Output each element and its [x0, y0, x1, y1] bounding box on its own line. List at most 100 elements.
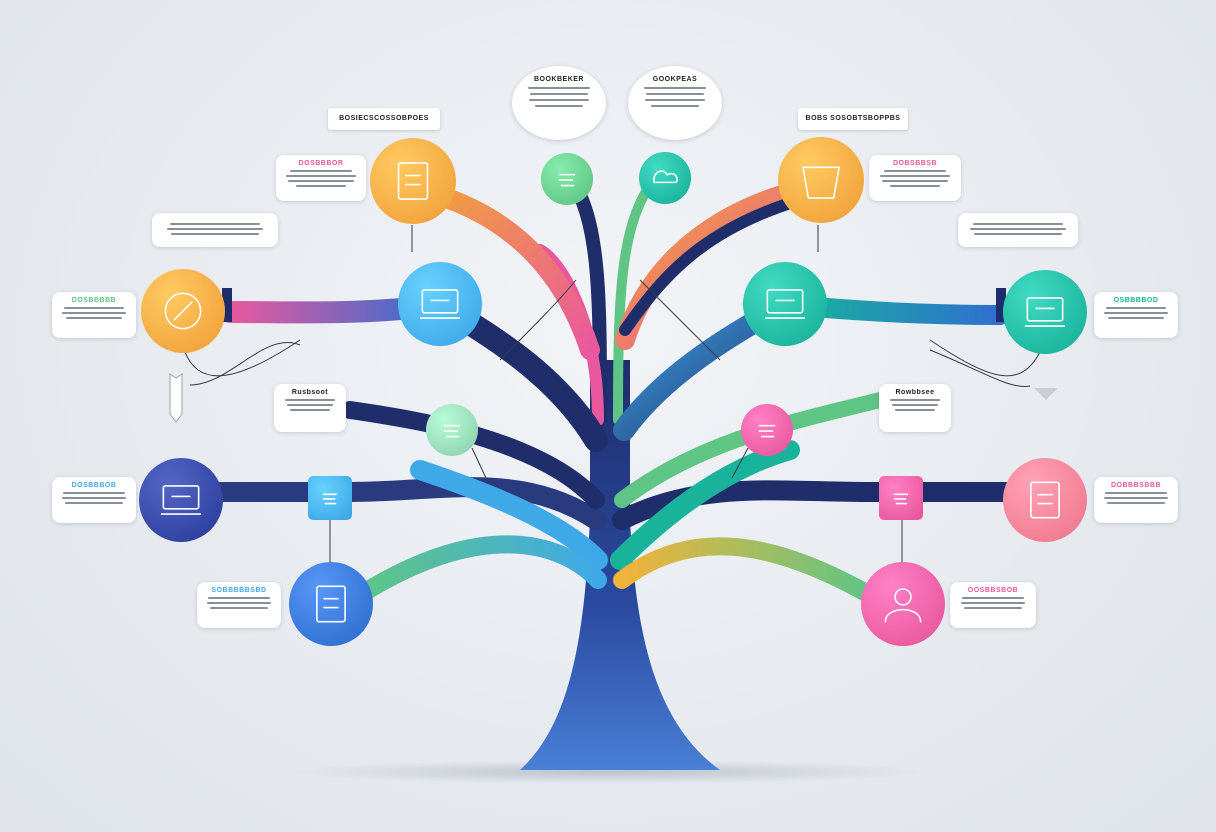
node-document[interactable]	[289, 562, 373, 646]
node-shape	[741, 404, 793, 456]
callout-title: DOBBBSBBB	[1111, 482, 1161, 489]
callout-text-line	[973, 223, 1063, 225]
callout-text-line	[286, 175, 356, 177]
chart-icon	[322, 493, 338, 505]
callout-box: Rusbsoot	[274, 384, 346, 432]
node-chart[interactable]	[879, 476, 923, 520]
callout-text-line	[1107, 502, 1165, 504]
callout-text-line	[890, 185, 940, 187]
callout-text-line	[208, 597, 270, 599]
node-shape	[139, 458, 223, 542]
node-chart[interactable]	[308, 476, 352, 520]
notebook-icon	[397, 162, 429, 200]
arrow-down-icon	[1034, 388, 1058, 400]
callout-text-line	[1105, 492, 1167, 494]
callout-text-line	[974, 233, 1062, 235]
callout-text-line	[970, 228, 1066, 230]
callout-text-line	[171, 233, 259, 235]
node-board[interactable]	[743, 262, 827, 346]
callout-box	[958, 213, 1078, 247]
callout-text-line	[882, 180, 948, 182]
callout-text-line	[1108, 317, 1164, 319]
bracket-right	[996, 288, 1006, 322]
node-cup[interactable]	[778, 137, 864, 223]
cloud-icon	[653, 170, 678, 184]
callout-box: DOSBBBBB	[52, 292, 136, 338]
node-shape	[861, 562, 945, 646]
callout-title	[966, 218, 1070, 220]
node-flask[interactable]	[541, 153, 593, 205]
person-icon	[884, 588, 922, 623]
callout-text-line	[287, 404, 333, 406]
node-shape	[426, 404, 478, 456]
callout-title: Rusbsoot	[291, 389, 329, 396]
callout-text-line	[962, 597, 1024, 599]
callout-box	[152, 213, 278, 247]
callout-text-line	[890, 399, 940, 401]
node-shape	[370, 138, 456, 224]
node-badge[interactable]	[426, 404, 478, 456]
callout-text-line	[895, 409, 935, 411]
node-shape	[289, 562, 373, 646]
callout-text-line	[65, 502, 123, 504]
callout-box: OOSBBSBOB	[950, 582, 1036, 628]
tag-label-left: BOSIECSCOSSOBPOES	[328, 108, 440, 130]
top-bubble-title: BOOKBEKER	[533, 76, 584, 83]
document-icon	[316, 585, 346, 623]
callout-text-line	[290, 409, 330, 411]
book-icon	[1030, 481, 1060, 519]
node-shape	[639, 152, 691, 204]
node-shape	[1003, 270, 1087, 354]
callout-text-line	[884, 170, 946, 172]
badge-icon	[758, 424, 776, 438]
callout-text-line	[285, 399, 335, 401]
node-compass[interactable]	[141, 269, 225, 353]
node-person[interactable]	[861, 562, 945, 646]
connector-lines	[184, 225, 1041, 565]
callout-text-line	[290, 170, 352, 172]
callout-text-line	[892, 404, 938, 406]
callout-text-line	[288, 180, 354, 182]
node-shape	[743, 262, 827, 346]
node-shape	[879, 476, 923, 520]
callout-text-line	[1106, 307, 1166, 309]
callout-title: OOSBBSBOB	[967, 587, 1019, 594]
callout-text-line	[66, 317, 122, 319]
hanging-tag-icon	[169, 373, 183, 423]
presentation-icon	[1024, 297, 1066, 327]
cup-icon	[802, 166, 840, 199]
top-bubble-left: BOOKBEKER	[512, 66, 606, 140]
callout-text-line	[210, 607, 268, 609]
callout-text-line	[1104, 497, 1168, 499]
callout-text-line	[62, 497, 126, 499]
node-presentation[interactable]	[1003, 270, 1087, 354]
node-shape	[778, 137, 864, 223]
node-laptop[interactable]	[398, 262, 482, 346]
monitor-icon	[160, 485, 202, 515]
flask-icon	[558, 173, 576, 187]
node-monitor[interactable]	[139, 458, 223, 542]
callout-box: DOSBBBOR	[276, 155, 366, 201]
ground-shadow	[288, 760, 928, 784]
node-notebook[interactable]	[370, 138, 456, 224]
node-cloud[interactable]	[639, 152, 691, 204]
callout-title: SOBBBBBSBD	[211, 587, 267, 594]
callout-text-line	[170, 223, 260, 225]
callout-box: OSBBBBOD	[1094, 292, 1178, 338]
tag-label-right: BOBS SOSOBTSBOPPBS	[798, 108, 908, 130]
callout-title	[160, 218, 270, 220]
callout-title: OSBBBBOD	[1113, 297, 1159, 304]
callout-text-line	[167, 228, 263, 230]
node-book[interactable]	[1003, 458, 1087, 542]
callout-text-line	[207, 602, 271, 604]
bracket-left	[222, 288, 232, 322]
node-badge[interactable]	[741, 404, 793, 456]
callout-title: DOSBBBBB	[71, 297, 117, 304]
callout-text-line	[964, 607, 1022, 609]
node-shape	[398, 262, 482, 346]
compass-icon	[164, 292, 202, 330]
callout-title: DOBSBBSB	[892, 160, 938, 167]
board-icon	[764, 289, 806, 319]
callout-text-line	[63, 492, 125, 494]
